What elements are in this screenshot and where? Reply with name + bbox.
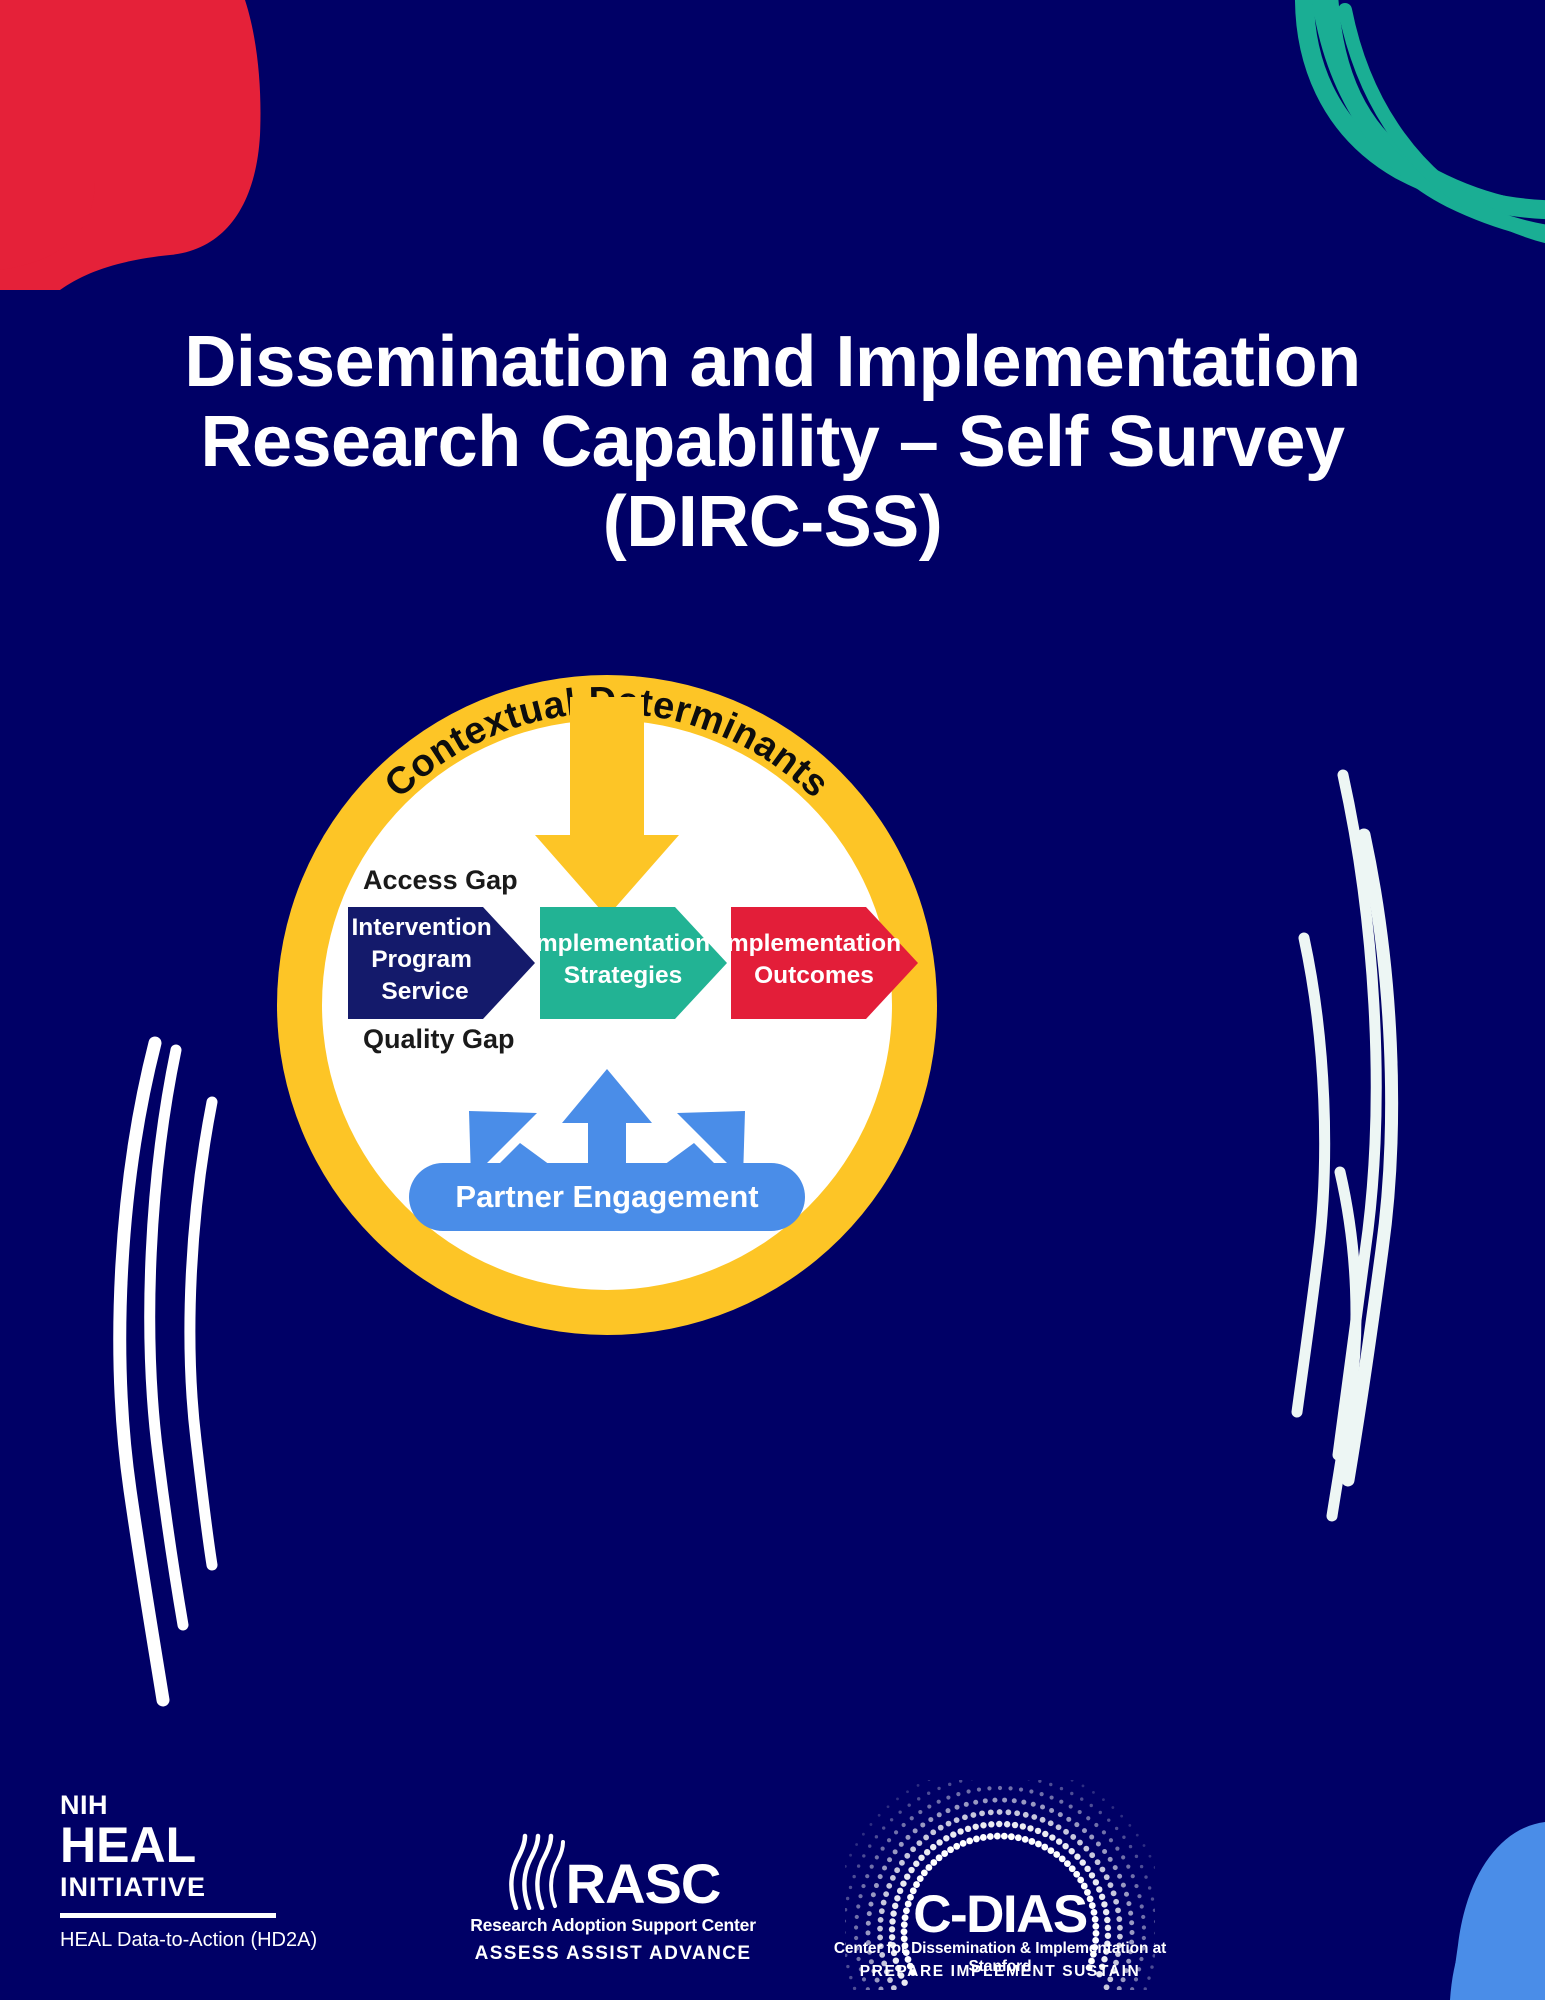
partner-arrow-center-icon bbox=[588, 1115, 626, 1175]
halftone-arc-icon bbox=[845, 1780, 1155, 1990]
logo-nih-heal: NIH HEAL INITIATIVE HEAL Data-to-Action … bbox=[60, 1790, 317, 1952]
heal-initiative-text: INITIATIVE bbox=[60, 1872, 207, 1902]
rasc-tagline-text: ASSESS ASSIST ADVANCE bbox=[474, 1943, 752, 1964]
rasc-wordmark-row: RASC bbox=[468, 1833, 758, 1915]
chevron-outcomes: Implementation Outcomes bbox=[720, 907, 918, 1019]
sponsor-logos: NIH HEAL INITIATIVE HEAL Data-to-Action … bbox=[0, 1760, 1545, 2000]
chevron-strategies-line-1: Implementation bbox=[529, 930, 710, 957]
svg-text:Intervention Program: Intervention Program Service bbox=[351, 914, 498, 1005]
page-title: Dissemination and Implementation Researc… bbox=[0, 322, 1545, 562]
heal-divider bbox=[60, 1913, 276, 1918]
heal-nih-text: NIH bbox=[60, 1790, 108, 1820]
page-title-line-1: Dissemination and Implementation bbox=[184, 322, 1361, 402]
chevron-intervention-line-1: Intervention bbox=[351, 914, 491, 941]
cdias-tagline-text: PREPARE IMPLEMENT SUSTAIN bbox=[859, 1963, 1141, 1980]
flame-waves-icon bbox=[508, 1833, 565, 1910]
logo-cdias: C-DIAS Center for Dissemination & Implem… bbox=[834, 1780, 1166, 1990]
heal-subtitle-text: HEAL Data-to-Action (HD2A) bbox=[60, 1929, 318, 1951]
quality-gap-label: Quality Gap bbox=[363, 1024, 515, 1054]
cdias-acronym-text: C-DIAS bbox=[913, 1885, 1088, 1944]
chevron-intervention: Intervention Program Service bbox=[348, 907, 535, 1019]
chevron-intervention-shape bbox=[348, 907, 535, 1019]
top-right-teal-swirls bbox=[1295, 0, 1545, 244]
left-white-strokes bbox=[113, 1036, 218, 1707]
cdias-expanded-text: Center for Dissemination & Implementatio… bbox=[833, 1940, 1167, 1975]
page-title-line-2: Research Capability – Self Survey bbox=[200, 402, 1345, 482]
chevron-outcomes-shape bbox=[731, 907, 918, 1019]
chevron-outcomes-line-2: Outcomes bbox=[754, 962, 874, 989]
partner-engagement-bar bbox=[409, 1163, 805, 1231]
chevron-strategies-line-2: Strategies bbox=[564, 962, 682, 989]
chevron-strategies-shape bbox=[540, 907, 727, 1019]
svg-text:Implementation Strateg: Implementation Strategies bbox=[529, 930, 717, 989]
partner-engagement-label: Partner Engagement bbox=[455, 1179, 758, 1214]
chevron-intervention-line-2: Program bbox=[371, 946, 472, 973]
logo-rasc: RASC Research Adoption Support Center AS… bbox=[468, 1833, 758, 1965]
chevron-outcomes-line-1: Implementation bbox=[720, 930, 901, 957]
top-left-red-blob-tail bbox=[0, 180, 95, 270]
rasc-expanded-text: Research Adoption Support Center bbox=[470, 1915, 756, 1935]
heal-main-text: HEAL bbox=[60, 1817, 197, 1873]
partner-arrow-center-head-icon bbox=[562, 1069, 652, 1123]
partner-arrow-left-head-icon bbox=[469, 1111, 537, 1179]
partner-arrow-right-head-icon bbox=[677, 1111, 745, 1179]
page-title-line-3: (DIRC-SS) bbox=[602, 482, 943, 562]
chevron-intervention-line-3: Service bbox=[381, 978, 468, 1005]
contextual-determinants-arrow-icon bbox=[535, 697, 679, 917]
access-gap-label: Access Gap bbox=[363, 865, 518, 895]
right-white-strokes bbox=[1291, 769, 1399, 1522]
top-left-red-blob bbox=[0, 0, 261, 290]
chevron-strategies: Implementation Strategies bbox=[529, 907, 727, 1019]
svg-text:Implementation Outcome: Implementation Outcomes bbox=[720, 930, 908, 989]
rasc-acronym-text: RASC bbox=[565, 1852, 722, 1915]
implementation-framework-diagram: Contextual Determinants Access Gap Inter… bbox=[277, 675, 937, 1335]
